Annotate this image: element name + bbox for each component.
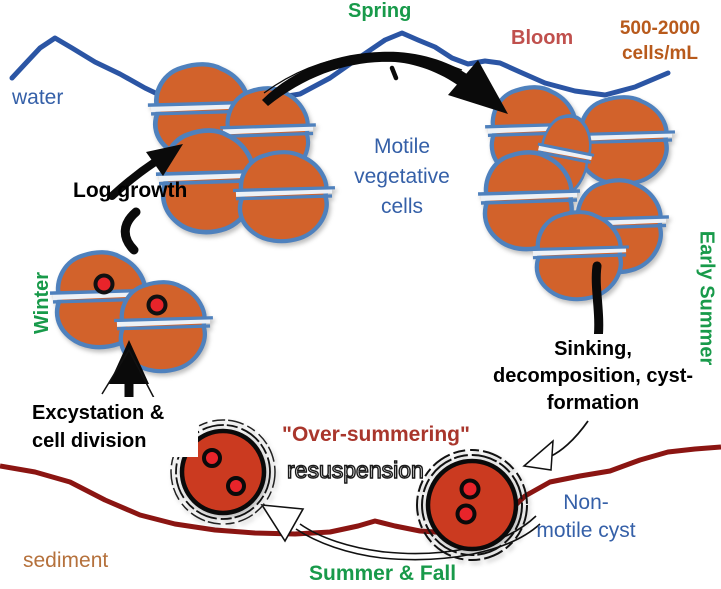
sediment-line [0, 444, 721, 537]
motile-vegetative-cells-label: Motile vegetative cells [338, 132, 466, 222]
non-motile-cyst-label: Non- motile cyst [528, 489, 644, 545]
cyst-nucleus-dot [226, 476, 246, 496]
sinking-line [591, 261, 604, 345]
cyst-nucleus-dot [202, 448, 222, 468]
sinking-line-text: decomposition, cyst- [492, 365, 694, 387]
non-motile-line: Non- [563, 491, 609, 514]
log-growth-label: Log growth [73, 179, 188, 202]
excystation-label: Excystation & cell division [28, 397, 198, 457]
sinking-decomposition-label: Sinking, decomposition, cyst- formation [486, 334, 700, 419]
over-summering-cyst [170, 419, 276, 525]
cell-density-label: 500-2000 cells/mL [604, 16, 716, 66]
motile-line: Motile [373, 135, 431, 158]
motile-line: vegetative [354, 165, 450, 188]
season-label-summer-fall: Summer & Fall [309, 562, 457, 585]
motile-line: cells [380, 195, 423, 218]
bloom-arrow [262, 51, 508, 114]
non-motile-line: motile cyst [536, 519, 636, 542]
over-summering-label: "Over-summering" [282, 423, 470, 446]
sinking-arrow [522, 420, 589, 471]
season-label-winter: Winter [31, 271, 53, 335]
cell-nucleus-dot [146, 294, 168, 316]
excystation-line-text: Excystation & [32, 402, 165, 424]
log-growth-arrow [108, 144, 183, 255]
cyst-nucleus-dot [455, 503, 477, 525]
non-motile-cyst [416, 449, 528, 561]
cell-density-line: 500-2000 [619, 18, 701, 39]
resuspension-label: resuspension [286, 456, 424, 483]
excystation-line-text: cell division [32, 430, 147, 452]
sediment-label: sediment [23, 549, 109, 572]
winter-cell-pair [50, 252, 213, 371]
cyst-nucleus-dot [459, 478, 481, 500]
season-label-spring: Spring [348, 0, 412, 22]
cell-density-line: cells/mL [621, 43, 699, 64]
sinking-line-text: formation [546, 392, 640, 414]
sinking-line-text: Sinking, [554, 338, 632, 360]
cell-nucleus-dot [93, 273, 115, 295]
water-label: water [12, 86, 64, 109]
bloom-label: Bloom [511, 27, 574, 49]
